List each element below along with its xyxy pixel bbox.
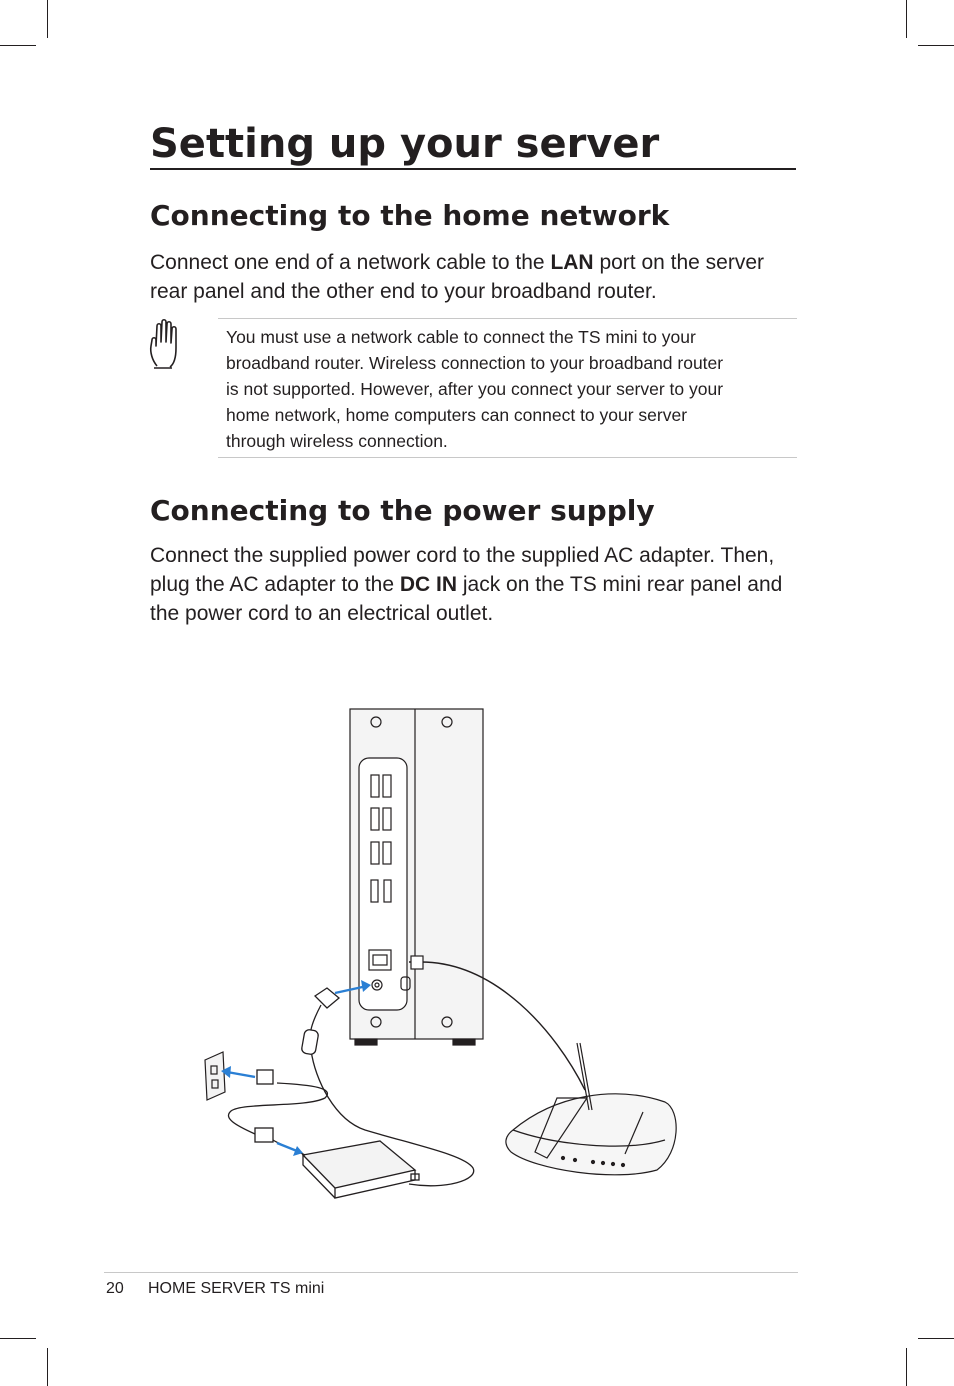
network-paragraph: Connect one end of a network cable to th… bbox=[150, 248, 800, 306]
network-text: rear panel and the other end to your bro… bbox=[150, 280, 657, 303]
crop-mark bbox=[906, 1348, 907, 1386]
connection-illustration bbox=[204, 708, 677, 1199]
crop-mark bbox=[906, 0, 907, 38]
hand-stop-icon bbox=[149, 318, 177, 369]
note-line: You must use a network cable to connect … bbox=[226, 327, 696, 347]
note-line: is not supported. However, after you con… bbox=[226, 379, 724, 399]
page-number: 20 bbox=[106, 1280, 124, 1297]
crop-mark bbox=[47, 1348, 48, 1386]
crop-mark bbox=[0, 45, 36, 46]
crop-mark bbox=[0, 1338, 36, 1339]
crop-mark bbox=[47, 0, 48, 38]
power-cord bbox=[227, 1069, 328, 1156]
footer-rule bbox=[104, 1272, 798, 1273]
power-paragraph: Connect the supplied power cord to the s… bbox=[150, 541, 800, 628]
lan-label: LAN bbox=[550, 251, 594, 274]
footer-product: HOME SERVER TS mini bbox=[148, 1280, 325, 1297]
section-heading-network: Connecting to the home network bbox=[150, 199, 670, 232]
crop-mark bbox=[918, 45, 954, 46]
note-line: through wireless connection. bbox=[226, 431, 448, 451]
power-text: jack on the TS mini rear panel and bbox=[457, 573, 783, 596]
page-title: Setting up your server bbox=[150, 118, 796, 170]
dc-cable bbox=[301, 987, 475, 1187]
section-heading-power: Connecting to the power supply bbox=[150, 494, 655, 527]
note-text: You must use a network cable to connect … bbox=[226, 324, 791, 454]
network-text: port on the server bbox=[593, 251, 765, 274]
power-text: the power cord to an electrical outlet. bbox=[150, 602, 494, 625]
crop-mark bbox=[918, 1338, 954, 1339]
power-text: Connect the supplied power cord to the s… bbox=[150, 544, 775, 567]
wireless-router bbox=[505, 1042, 677, 1176]
power-text: plug the AC adapter to the bbox=[150, 573, 400, 596]
dc-in-label: DC IN bbox=[399, 573, 458, 596]
server-rear-panel bbox=[349, 708, 484, 1046]
note-line: home network, home computers can connect… bbox=[226, 405, 688, 425]
wall-outlet bbox=[204, 1051, 226, 1101]
note-box: You must use a network cable to connect … bbox=[218, 318, 797, 458]
ac-adapter bbox=[301, 1140, 420, 1199]
network-text: Connect one end of a network cable to th… bbox=[150, 251, 551, 274]
note-line: broadband router. Wireless connection to… bbox=[226, 353, 724, 373]
